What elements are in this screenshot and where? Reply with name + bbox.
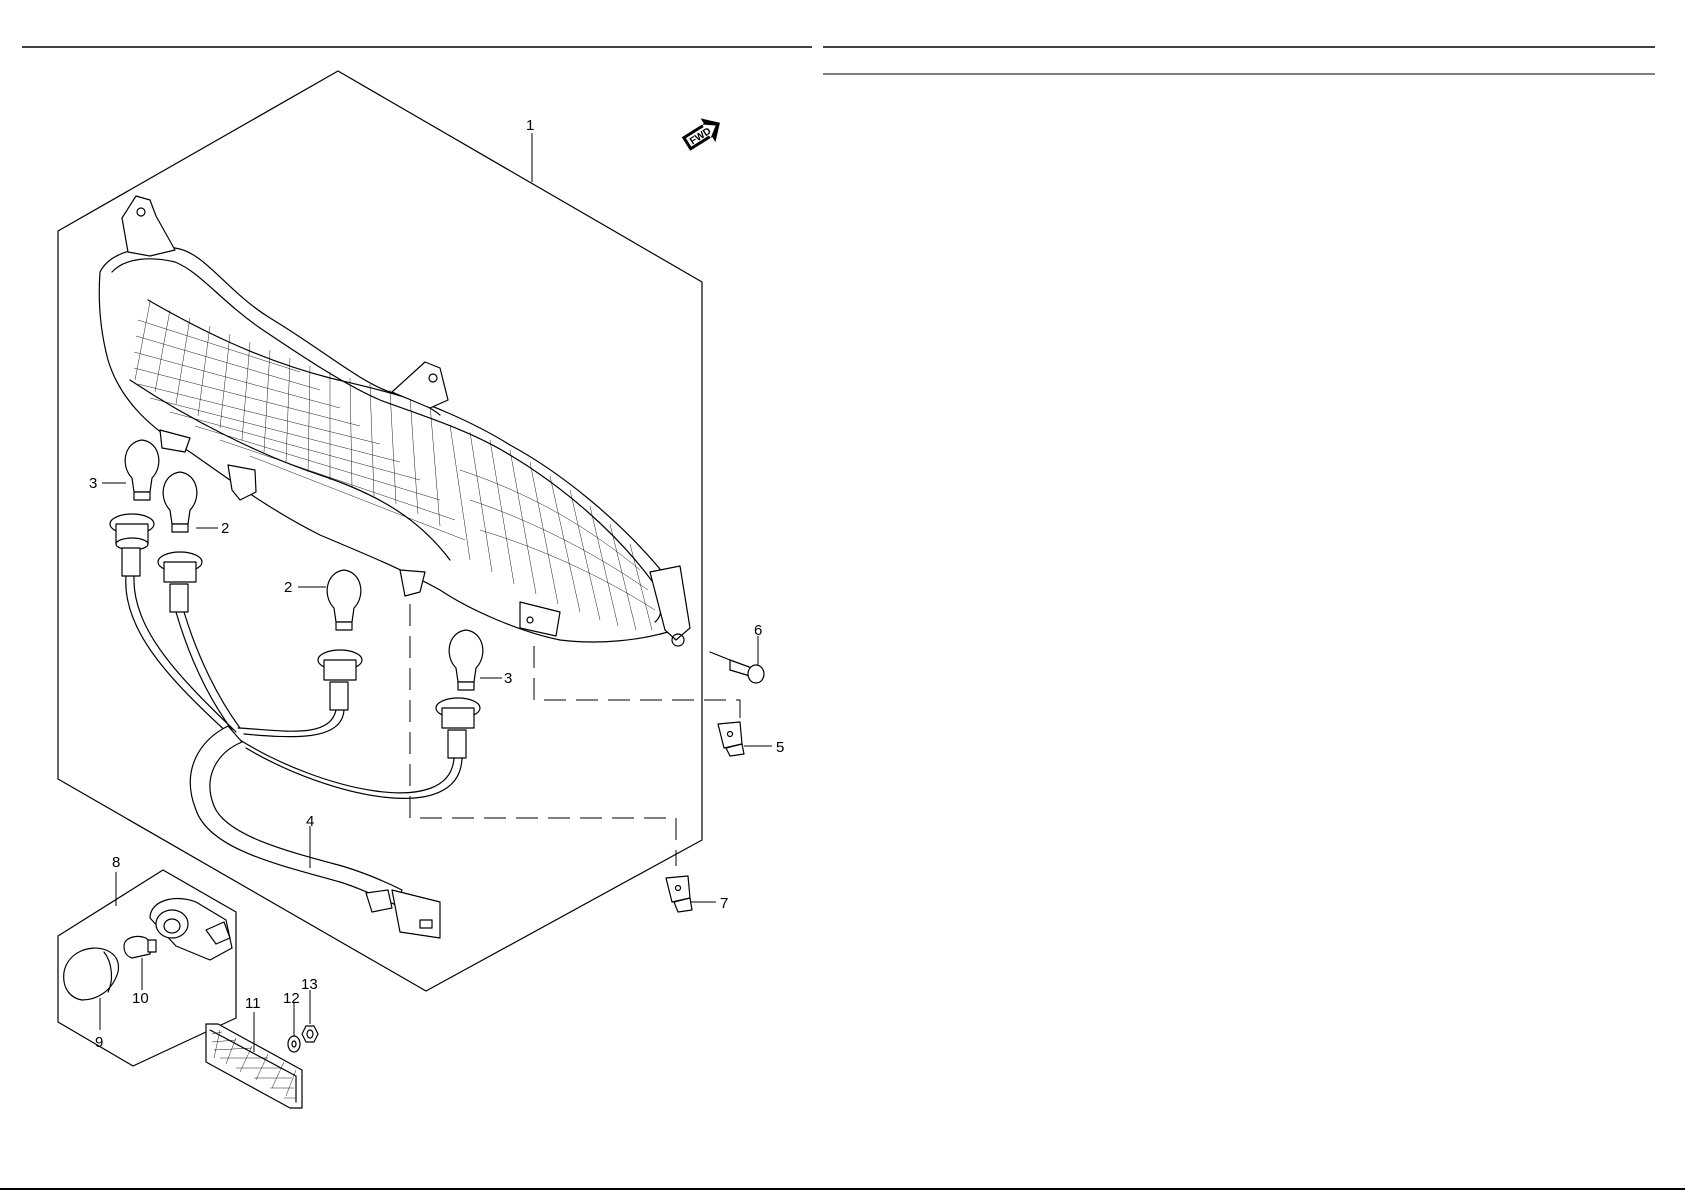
washer: [288, 1036, 300, 1052]
bulb-3-upper: [125, 440, 159, 500]
forward-arrow-icon: FWD: [679, 111, 728, 156]
screw: [710, 652, 764, 683]
callout-4: 4: [306, 813, 314, 830]
callout-3a: 3: [89, 475, 97, 492]
callout-12: 12: [283, 990, 300, 1007]
marker-socket: [150, 899, 232, 960]
callout-3b: 3: [504, 670, 512, 687]
callout-6: 5: [776, 739, 784, 756]
marker-bulb: [124, 936, 156, 958]
callout-2a: 2: [221, 520, 229, 537]
bulb-2-upper: [163, 472, 197, 532]
callout-9: 9: [95, 1034, 103, 1051]
callout-2b: 2: [284, 579, 292, 596]
callout-7: 6: [754, 622, 762, 639]
clip-5: [666, 876, 692, 912]
bulb-2-lower: [327, 570, 361, 630]
callout-5: 7: [720, 895, 728, 912]
nut: [302, 1026, 318, 1042]
callout-8: 8: [112, 854, 120, 871]
bulb-3-lower: [449, 630, 483, 690]
callout-1: 1: [526, 117, 534, 134]
callout-10: 10: [132, 990, 149, 1007]
page-rules: [0, 47, 1685, 1189]
callout-13: 13: [301, 976, 318, 993]
dashed-leader-6: [534, 646, 740, 718]
callout-11: 11: [245, 995, 261, 1012]
marker-lens: [64, 948, 119, 1000]
clip-6: [718, 722, 744, 756]
